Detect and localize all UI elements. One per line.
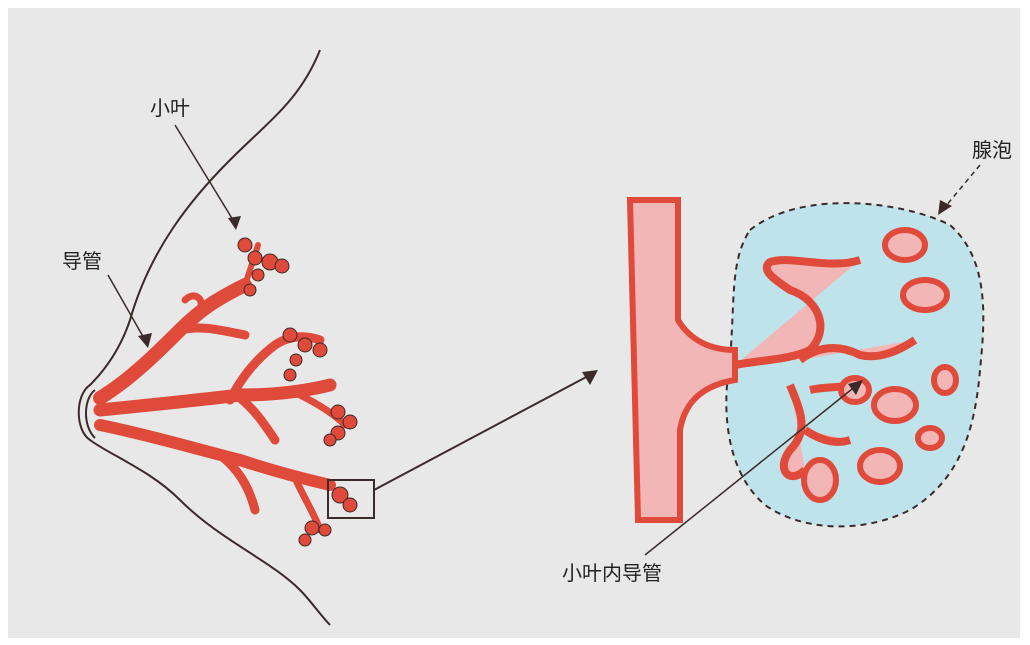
- lobule-cluster: [284, 369, 296, 381]
- lobule-cluster: [331, 405, 345, 419]
- lobule-cluster: [298, 338, 312, 352]
- alveolus: [860, 450, 900, 482]
- duct-label: 导管: [62, 249, 102, 273]
- lobule-cluster: [275, 259, 289, 273]
- lobule-label: 小叶: [150, 96, 190, 120]
- lobule-cluster: [319, 524, 331, 536]
- alveolus: [885, 230, 925, 260]
- lobule-cluster: [252, 269, 264, 281]
- lobule-cluster: [324, 434, 336, 446]
- alveolus: [804, 460, 836, 500]
- lobule-cluster: [299, 534, 311, 546]
- lobule-cluster: [343, 415, 357, 429]
- lobule-cluster: [290, 354, 302, 366]
- lobule-cluster: [248, 251, 262, 265]
- lobule-cluster: [343, 498, 357, 512]
- alveolus: [918, 428, 942, 448]
- lobule-cluster: [244, 284, 256, 296]
- alveolus: [903, 280, 947, 310]
- alveolus: [874, 389, 916, 421]
- lobule-cluster: [313, 343, 327, 357]
- lobule-cluster: [283, 328, 297, 342]
- intralobular-duct-label: 小叶内导管: [562, 561, 662, 585]
- lobule-cluster: [238, 238, 252, 252]
- alveolus-label: 腺泡: [972, 138, 1012, 162]
- lobule-cluster: [305, 521, 319, 535]
- alveolus: [934, 367, 956, 393]
